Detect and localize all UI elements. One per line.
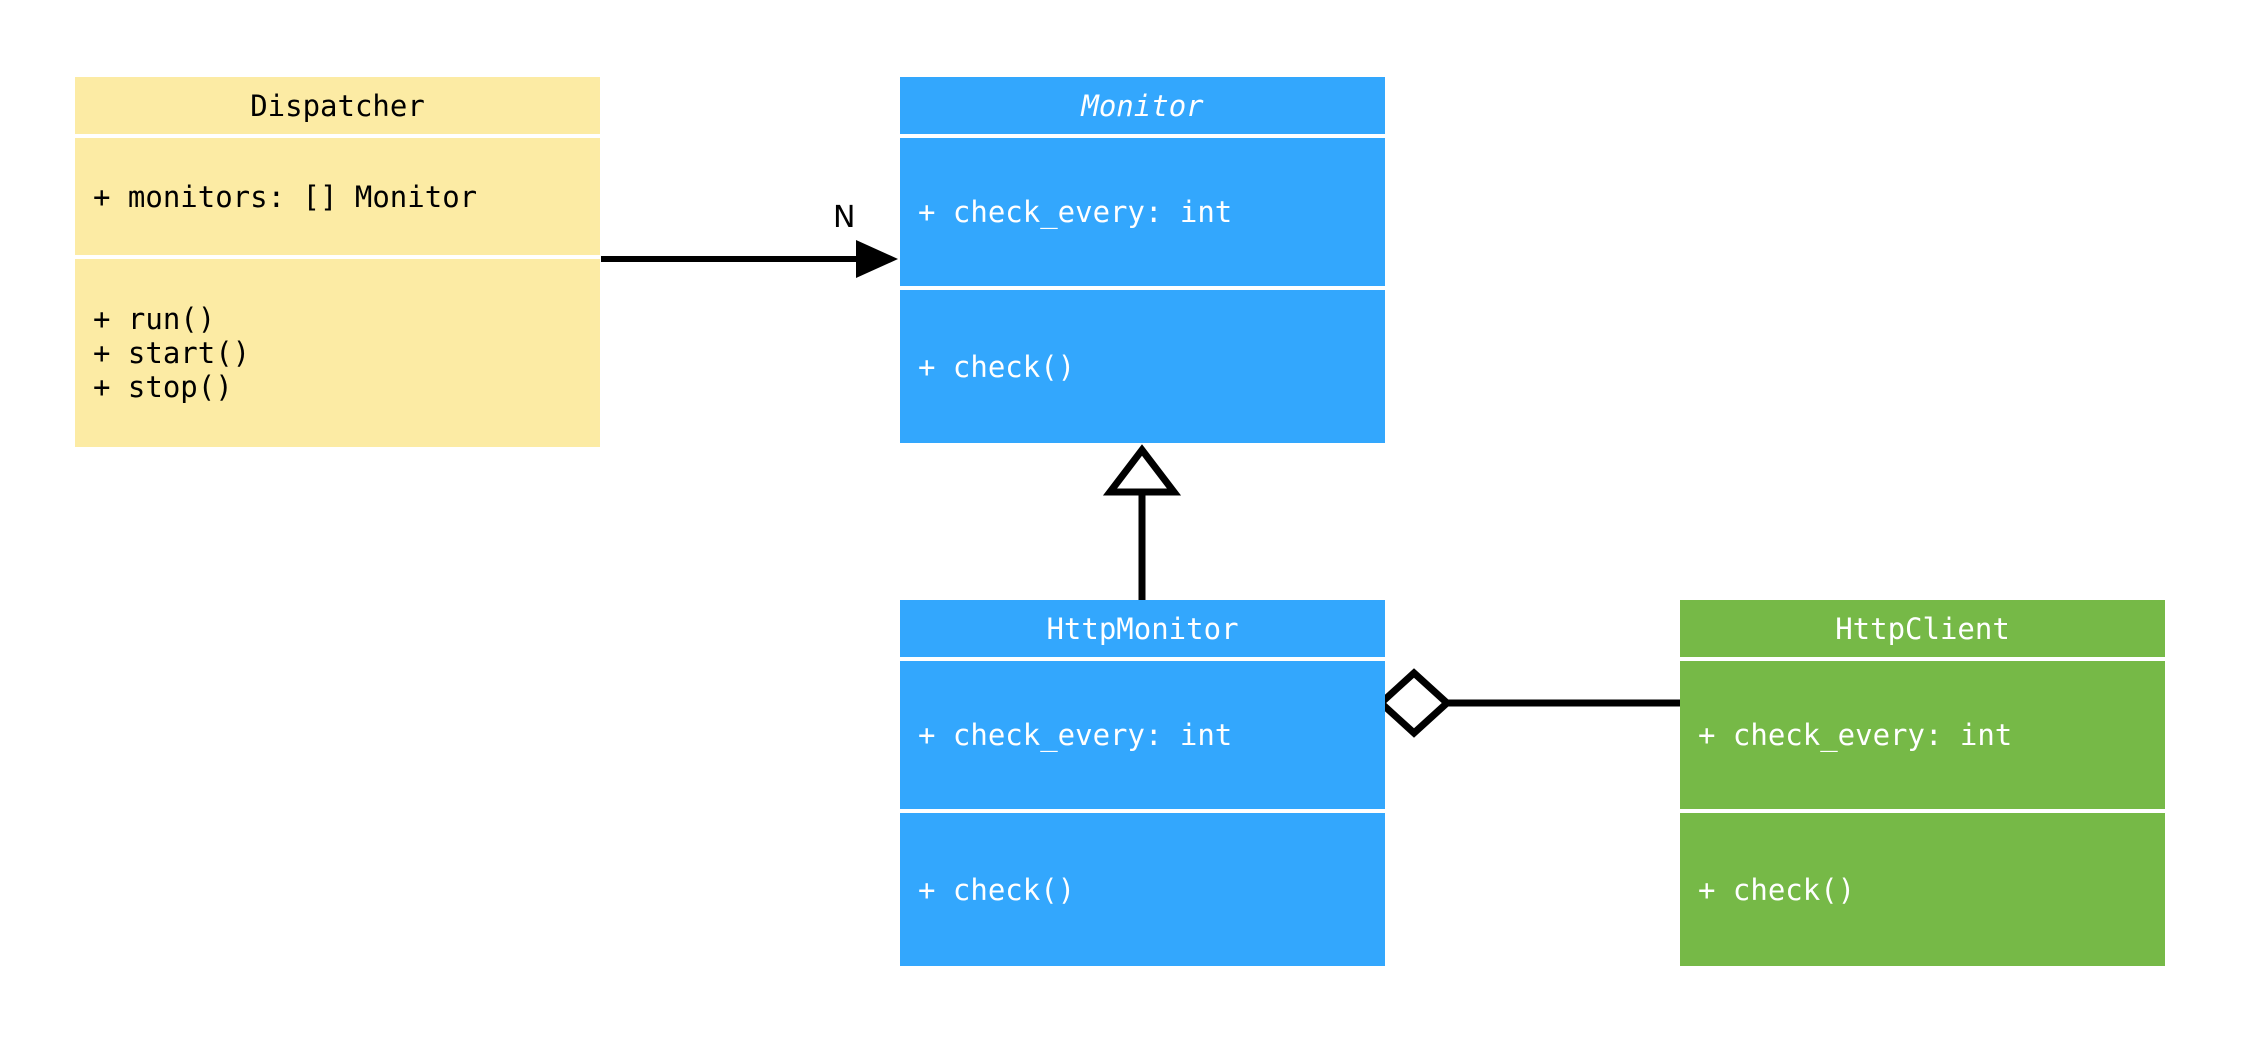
hollow-triangle-icon — [1102, 444, 1182, 496]
class-title-http-monitor: HttpMonitor — [900, 600, 1385, 657]
attribute-row: + check_every: int — [1698, 718, 2013, 752]
class-title-http-client: HttpClient — [1680, 600, 2165, 657]
class-attributes-dispatcher: + monitors: [] Monitor — [75, 138, 600, 255]
multiplicity-label-n: N — [833, 200, 856, 235]
method-row: + check() — [918, 872, 1076, 907]
class-title-monitor: Monitor — [900, 77, 1385, 134]
method-row: + check() — [918, 349, 1076, 384]
edge-dispatcher-to-monitor — [601, 240, 898, 278]
attribute-row: + check_every: int — [918, 195, 1233, 229]
class-attributes-http-monitor: + check_every: int — [900, 661, 1385, 809]
class-attributes-monitor: + check_every: int — [900, 138, 1385, 286]
attribute-row: + check_every: int — [918, 718, 1233, 752]
method-row: + check() — [1698, 872, 1856, 907]
class-methods-http-client: + check() — [1680, 813, 2165, 966]
class-methods-http-monitor: + check() — [900, 813, 1385, 966]
method-row: + start() — [93, 336, 251, 370]
edge-httpmonitor-to-httpclient — [1375, 668, 1680, 738]
class-box-dispatcher[interactable]: Dispatcher + monitors: [] Monitor + run(… — [75, 77, 600, 447]
class-box-http-monitor[interactable]: HttpMonitor + check_every: int + check() — [900, 600, 1385, 970]
class-methods-dispatcher: + run() + start() + stop() — [75, 259, 600, 447]
method-row: + stop() — [93, 370, 233, 404]
attribute-row: + monitors: [] Monitor — [93, 179, 478, 214]
class-box-monitor[interactable]: Monitor + check_every: int + check() — [900, 77, 1385, 447]
hollow-diamond-icon — [1375, 668, 1453, 738]
method-row: + run() — [93, 302, 216, 336]
class-attributes-http-client: + check_every: int — [1680, 661, 2165, 809]
class-box-http-client[interactable]: HttpClient + check_every: int + check() — [1680, 600, 2165, 970]
class-methods-monitor: + check() — [900, 290, 1385, 443]
filled-arrow-icon — [856, 240, 898, 278]
class-title-dispatcher: Dispatcher — [75, 77, 600, 134]
edge-httpmonitor-to-monitor — [1102, 444, 1182, 600]
